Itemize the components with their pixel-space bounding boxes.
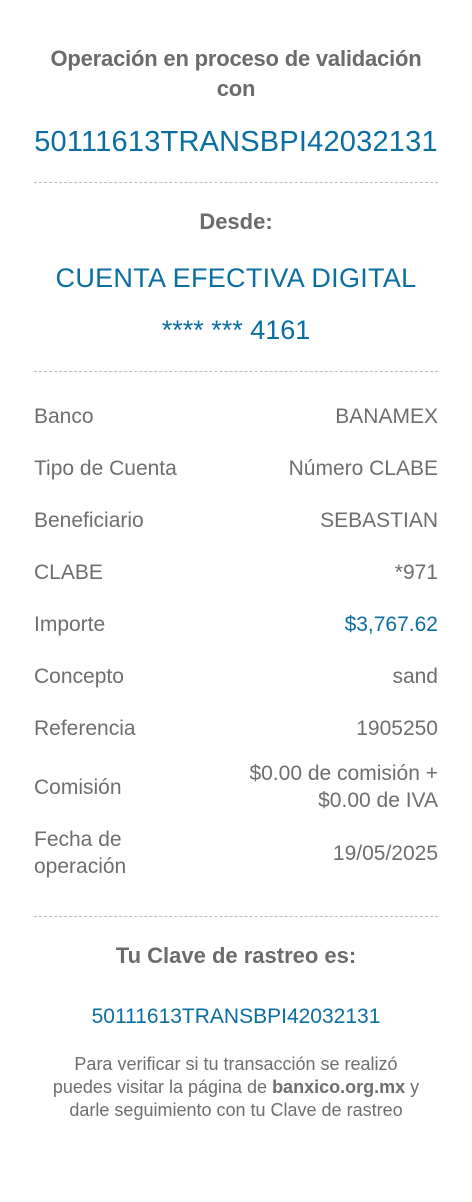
detail-value: 19/05/2025	[332, 841, 438, 865]
detail-row-commission: Comisión $0.00 de comisión + $0.00 de IV…	[34, 754, 438, 820]
transfer-receipt: Operación en proceso de validación con 5…	[0, 44, 472, 1122]
detail-label: Beneficiario	[34, 508, 144, 532]
details-list: Banco BANAMEX Tipo de Cuenta Número CLAB…	[34, 390, 438, 886]
detail-row-date: Fecha de operación 19/05/2025	[34, 820, 438, 886]
divider	[34, 182, 438, 183]
detail-row-concept: Concepto sand	[34, 650, 438, 702]
tracking-key-label: Tu Clave de rastreo es:	[115, 943, 357, 968]
divider	[34, 916, 438, 917]
detail-value: SEBASTIAN	[320, 508, 438, 532]
detail-value: $0.00 de comisión + $0.00 de IVA	[249, 762, 438, 812]
detail-row-beneficiary: Beneficiario SEBASTIAN	[34, 494, 438, 546]
detail-row-reference: Referencia 1905250	[34, 702, 438, 754]
detail-value: *971	[394, 560, 438, 584]
note-text-before: Para verificar si tu transacción se real…	[52, 1054, 398, 1097]
detail-row-clabe: CLABE *971	[34, 546, 438, 598]
detail-row-account-type: Tipo de Cuenta Número CLABE	[34, 442, 438, 494]
source-account-name: CUENTA EFECTIVA DIGITAL	[55, 263, 417, 293]
detail-row-amount: Importe $3,767.62	[34, 598, 438, 650]
detail-label: Importe	[34, 612, 106, 636]
detail-value: Número CLABE	[288, 456, 438, 480]
verification-note: Para verificar si tu transacción se real…	[34, 1053, 438, 1122]
note-text-after: y darle seguimiento con tu Clave de rast…	[69, 1077, 420, 1120]
source-label: Desde:	[199, 209, 273, 234]
amount-value: $3,767.62	[344, 612, 438, 636]
banxico-link[interactable]: banxico.org.mx	[272, 1077, 406, 1097]
detail-label: Banco	[34, 404, 94, 428]
source-account-number: **** *** 4161	[161, 315, 311, 345]
detail-value: 1905250	[356, 716, 438, 740]
detail-value: sand	[392, 664, 438, 688]
detail-value: BANAMEX	[335, 404, 438, 428]
tracking-key-code: 50111613TRANSBPI42032131	[91, 1005, 381, 1028]
detail-label: Fecha de operación	[34, 828, 127, 878]
detail-label: Referencia	[34, 716, 136, 740]
detail-label: CLABE	[34, 560, 103, 584]
detail-row-bank: Banco BANAMEX	[34, 390, 438, 442]
operation-status-label: Operación en proceso de validación con	[50, 46, 422, 101]
detail-label: Comisión	[34, 775, 122, 799]
divider	[34, 371, 438, 372]
operation-code: 50111613TRANSBPI42032131	[34, 126, 438, 158]
detail-label: Tipo de Cuenta	[34, 456, 177, 480]
detail-label: Concepto	[34, 664, 124, 688]
